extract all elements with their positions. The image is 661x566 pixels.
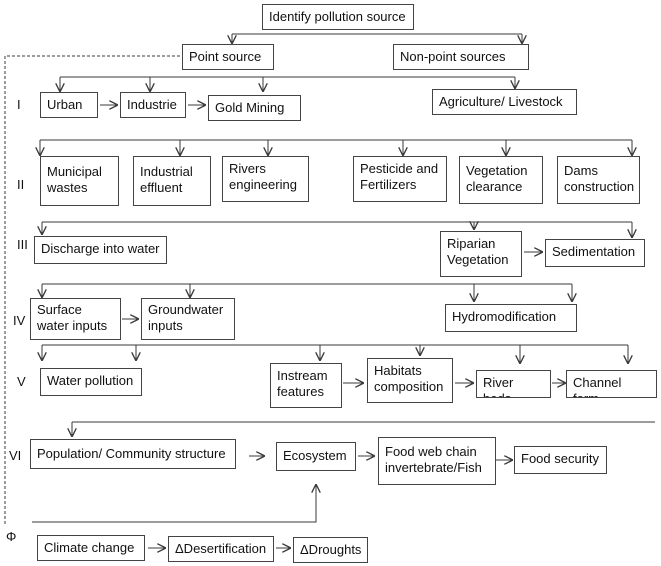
- point-source-label: Point source: [189, 49, 262, 64]
- food-web-chain-box: Food web chain invertebrate/Fish: [378, 437, 496, 485]
- climate-change-box: Climate change: [37, 535, 145, 561]
- industrie-box: Industrie: [120, 92, 186, 118]
- row-label-phi: Φ: [6, 529, 17, 544]
- population-community-structure-label: Population/ Community structure: [37, 446, 226, 461]
- ecosystem-box: Ecosystem: [276, 442, 356, 471]
- pesticide-fertilizers-label: Pesticide and Fertilizers: [360, 161, 439, 192]
- population-community-structure-box: Population/ Community structure: [30, 439, 236, 469]
- droughts-box: ΔDroughts: [293, 537, 368, 563]
- channel-form-label: Channel form: [573, 375, 622, 397]
- agriculture-livestock-label: Agriculture/ Livestock: [439, 94, 563, 109]
- river-beds-label: River beds: [483, 375, 514, 397]
- hydromodification-box: Hydromodification: [445, 304, 577, 332]
- groundwater-inputs-label: Groundwater inputs: [148, 302, 224, 333]
- pesticide-fertilizers-box: Pesticide and Fertilizers: [353, 156, 447, 202]
- groundwater-inputs-box: Groundwater inputs: [141, 298, 235, 340]
- climate-change-label: Climate change: [44, 540, 135, 555]
- discharge-into-water-label: Discharge into water: [41, 241, 160, 256]
- channel-form-box: Channel form: [566, 370, 657, 398]
- habitats-composition-label: Habitats composition: [374, 363, 444, 394]
- industrial-effluent-box: Industrial effluent: [133, 156, 211, 206]
- riparian-vegetation-box: Riparian Vegetation: [440, 231, 522, 277]
- surface-water-inputs-label: Surface water inputs: [37, 302, 108, 333]
- river-beds-box: River beds: [476, 370, 551, 398]
- habitats-composition-box: Habitats composition: [367, 358, 453, 403]
- instream-features-label: Instream features: [277, 368, 328, 399]
- industrie-label: Industrie: [127, 97, 177, 112]
- identify-pollution-source-box: Identify pollution source: [262, 4, 414, 30]
- identify-pollution-source-label: Identify pollution source: [269, 9, 406, 24]
- food-security-label: Food security: [521, 451, 600, 466]
- discharge-into-water-box: Discharge into water: [34, 236, 167, 264]
- urban-label: Urban: [47, 97, 83, 112]
- urban-box: Urban: [40, 92, 98, 118]
- instream-features-box: Instream features: [270, 363, 342, 408]
- municipal-wastes-label: Municipal wastes: [47, 164, 102, 195]
- ecosystem-label: Ecosystem: [283, 448, 347, 463]
- municipal-wastes-box: Municipal wastes: [40, 156, 119, 206]
- row-label-ii: II: [17, 177, 25, 192]
- water-pollution-box: Water pollution: [40, 368, 142, 396]
- vegetation-clearance-label: Vegetation clearance: [466, 163, 528, 194]
- riparian-vegetation-label: Riparian Vegetation: [447, 236, 509, 267]
- desertification-label: ΔDesertification: [175, 541, 267, 556]
- droughts-label: ΔDroughts: [300, 542, 362, 557]
- dams-construction-box: Dams construction: [557, 156, 640, 204]
- industrial-effluent-label: Industrial effluent: [140, 164, 193, 195]
- row-label-vi: VI: [9, 448, 22, 463]
- rivers-engineering-box: Rivers engineering: [222, 156, 309, 202]
- hydromodification-label: Hydromodification: [452, 309, 557, 324]
- row-label-iii: III: [17, 237, 28, 252]
- agriculture-livestock-box: Agriculture/ Livestock: [432, 89, 577, 115]
- point-source-box: Point source: [182, 44, 274, 70]
- non-point-sources-box: Non-point sources: [393, 44, 529, 70]
- food-web-chain-label: Food web chain invertebrate/Fish: [385, 444, 482, 475]
- rivers-engineering-label: Rivers engineering: [229, 161, 297, 192]
- vegetation-clearance-box: Vegetation clearance: [459, 156, 543, 204]
- non-point-sources-label: Non-point sources: [400, 49, 506, 64]
- surface-water-inputs-box: Surface water inputs: [30, 298, 121, 340]
- sedimentation-box: Sedimentation: [545, 239, 645, 267]
- dams-construction-label: Dams construction: [564, 163, 635, 194]
- gold-mining-box: Gold Mining: [208, 95, 301, 121]
- row-label-v: V: [17, 374, 26, 389]
- food-security-box: Food security: [514, 446, 607, 474]
- desertification-box: ΔDesertification: [168, 536, 274, 562]
- row-label-i: I: [17, 97, 21, 112]
- sedimentation-label: Sedimentation: [552, 244, 636, 259]
- row-label-iv: IV: [13, 313, 26, 328]
- water-pollution-label: Water pollution: [47, 373, 134, 388]
- gold-mining-label: Gold Mining: [215, 100, 285, 115]
